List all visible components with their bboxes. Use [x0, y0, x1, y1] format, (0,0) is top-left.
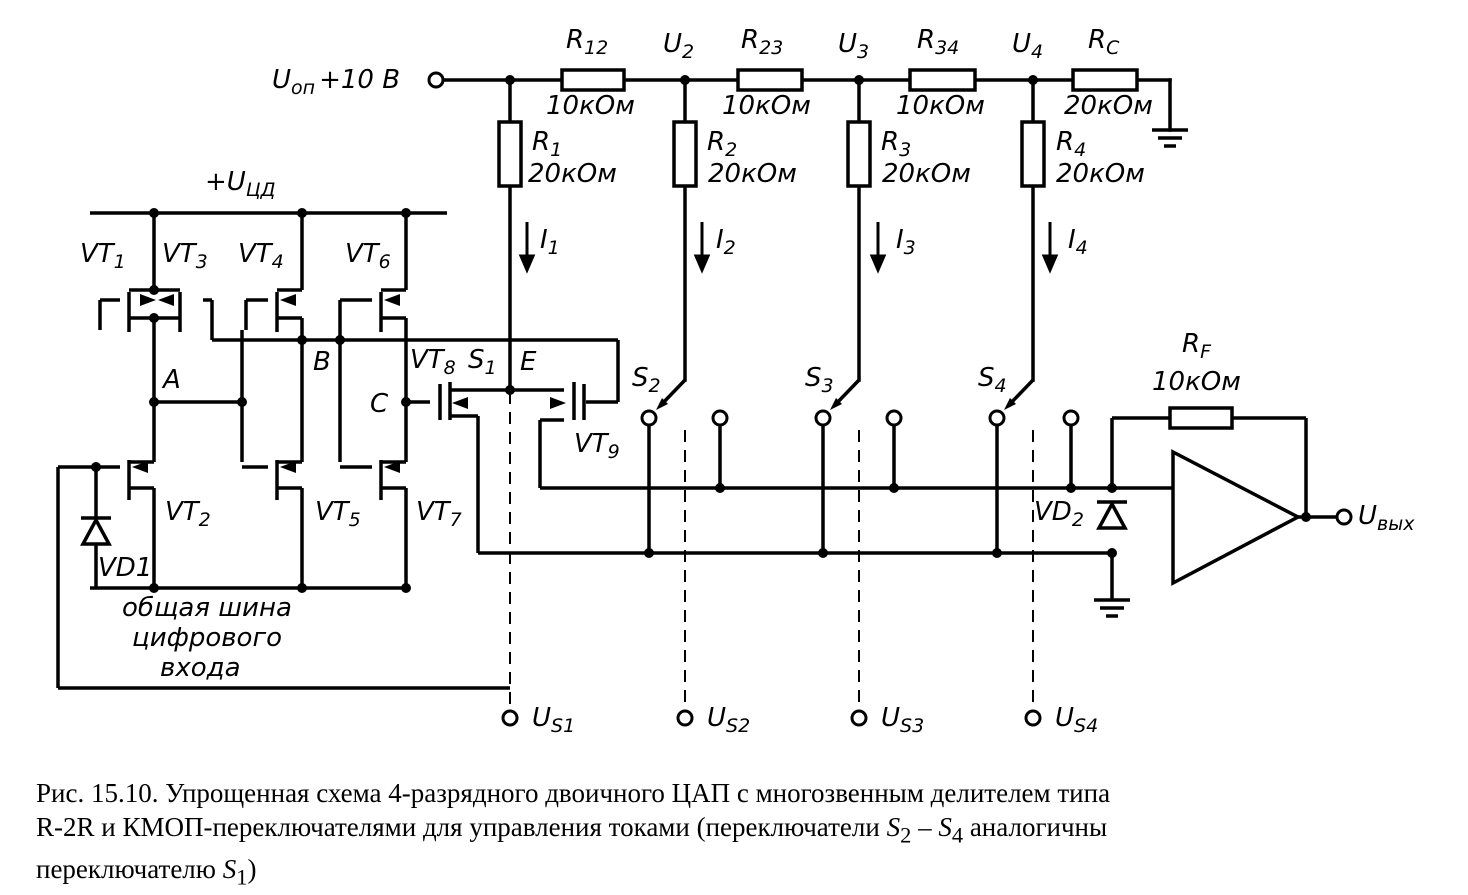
- node-b-label: B: [313, 347, 331, 377]
- r2-value: 20кОм: [708, 159, 797, 189]
- dac-schematic: Uоп+10 В R12 10кОм U2 R23 10кОм U3 R34 1…: [56, 25, 1415, 737]
- i2-label: I2: [716, 225, 736, 259]
- vref-terminal[interactable]: [427, 71, 445, 89]
- caption-line1: Рис. 15.10. Упрощенная схема 4-разрядног…: [36, 778, 1111, 808]
- diode-vd1-icon: [80, 516, 112, 546]
- resistor-r23-body: [736, 68, 804, 92]
- node-a-label: A: [161, 365, 181, 395]
- resistor-r2-body: [672, 120, 698, 188]
- rc-value: 20кОм: [1064, 91, 1153, 121]
- r4-label: R4: [1056, 127, 1086, 161]
- r34-label: R34: [917, 25, 959, 59]
- r23-label: R23: [741, 25, 783, 59]
- s4-label: S4: [978, 363, 1007, 397]
- switch-s2-contact-b[interactable]: [711, 409, 729, 427]
- control-input-us2[interactable]: [676, 709, 694, 727]
- resistor-r3-body: [846, 120, 872, 188]
- s3-label: S3: [805, 363, 834, 397]
- u2-label: U2: [663, 29, 694, 63]
- caption-line3a: переключателю: [36, 854, 223, 885]
- bus-label-line2: цифрового: [132, 623, 282, 653]
- caption-line2b: аналогичны: [963, 812, 1108, 842]
- u3-label: U3: [838, 29, 869, 63]
- node-c-label: C: [370, 389, 389, 419]
- i3-label: I3: [896, 225, 916, 259]
- switch-s4-contact-a[interactable]: [988, 409, 1006, 427]
- r12-label: R12: [566, 25, 608, 59]
- resistor-r4-body: [1020, 120, 1046, 188]
- us4-label: US4: [1055, 703, 1098, 737]
- vt5-label: VT5: [315, 497, 361, 531]
- switch-s3-contact-b[interactable]: [885, 409, 903, 427]
- r34-value: 10кОм: [896, 91, 985, 121]
- opamp-triangle: [1171, 449, 1302, 586]
- resistor-r1-body: [497, 120, 523, 188]
- r1-value: 20кОм: [528, 159, 617, 189]
- i1-label: I1: [540, 225, 560, 259]
- r12-value: 10кОм: [546, 91, 635, 121]
- u4-label: U4: [1012, 29, 1043, 63]
- caption-line2a: R-2R и КМОП-переключателями для управлен…: [36, 812, 887, 842]
- vd2-label: VD2: [1034, 497, 1084, 531]
- us1-label: US1: [532, 703, 575, 737]
- vt8-label: VT8: [410, 345, 456, 379]
- rf-value: 10кОм: [1152, 367, 1241, 397]
- uout-label: Uвых: [1358, 501, 1415, 535]
- ground-icon: [1094, 598, 1130, 618]
- bus-label-line1: общая шина: [122, 593, 292, 623]
- resistor-r12-body: [560, 68, 626, 92]
- switch-s3-contact-a[interactable]: [814, 409, 832, 427]
- control-input-us4[interactable]: [1024, 709, 1042, 727]
- s2-label: S2: [632, 363, 661, 397]
- resistor-r34-body: [908, 68, 977, 92]
- control-input-us3[interactable]: [850, 709, 868, 727]
- s1-label: S1: [468, 345, 497, 379]
- rc-label: RC: [1088, 25, 1120, 59]
- vdd-label: +UЦД: [205, 167, 275, 201]
- i4-label: I4: [1068, 225, 1088, 259]
- diode-vd2-icon: [1096, 500, 1128, 530]
- vref-label: Uоп+10 В: [272, 65, 400, 99]
- r2-label: R2: [707, 127, 737, 161]
- switch-s4-contact-b[interactable]: [1062, 409, 1080, 427]
- resistor-rf-body: [1168, 406, 1234, 430]
- vt4-label: VT4: [238, 239, 284, 273]
- vt7-label: VT7: [416, 497, 462, 531]
- r23-value: 10кОм: [722, 91, 811, 121]
- bus-label-line3: входа: [160, 653, 241, 683]
- r3-value: 20кОм: [882, 159, 971, 189]
- vd1-label: VD1: [98, 553, 152, 583]
- vt9-label: VT9: [574, 429, 620, 463]
- us3-label: US3: [881, 703, 924, 737]
- rf-label: RF: [1182, 329, 1212, 363]
- figure-caption: Рис. 15.10. Упрощенная схема 4-разрядног…: [36, 778, 1111, 890]
- resistor-rc-body: [1071, 68, 1139, 92]
- r3-label: R3: [881, 127, 911, 161]
- vt3-label: VT3: [162, 239, 208, 273]
- vt6-label: VT6: [345, 239, 391, 273]
- vt2-label: VT2: [165, 497, 211, 531]
- vt1-label: VT1: [80, 239, 126, 273]
- node-e-label: E: [520, 347, 537, 377]
- switch-s2-contact-a[interactable]: [640, 409, 658, 427]
- control-input-us1[interactable]: [501, 709, 519, 727]
- us2-label: US2: [707, 703, 750, 737]
- r4-value: 20кОм: [1056, 159, 1145, 189]
- output-terminal[interactable]: [1335, 508, 1353, 526]
- ground-icon: [1152, 128, 1188, 148]
- r1-label: R1: [532, 127, 562, 161]
